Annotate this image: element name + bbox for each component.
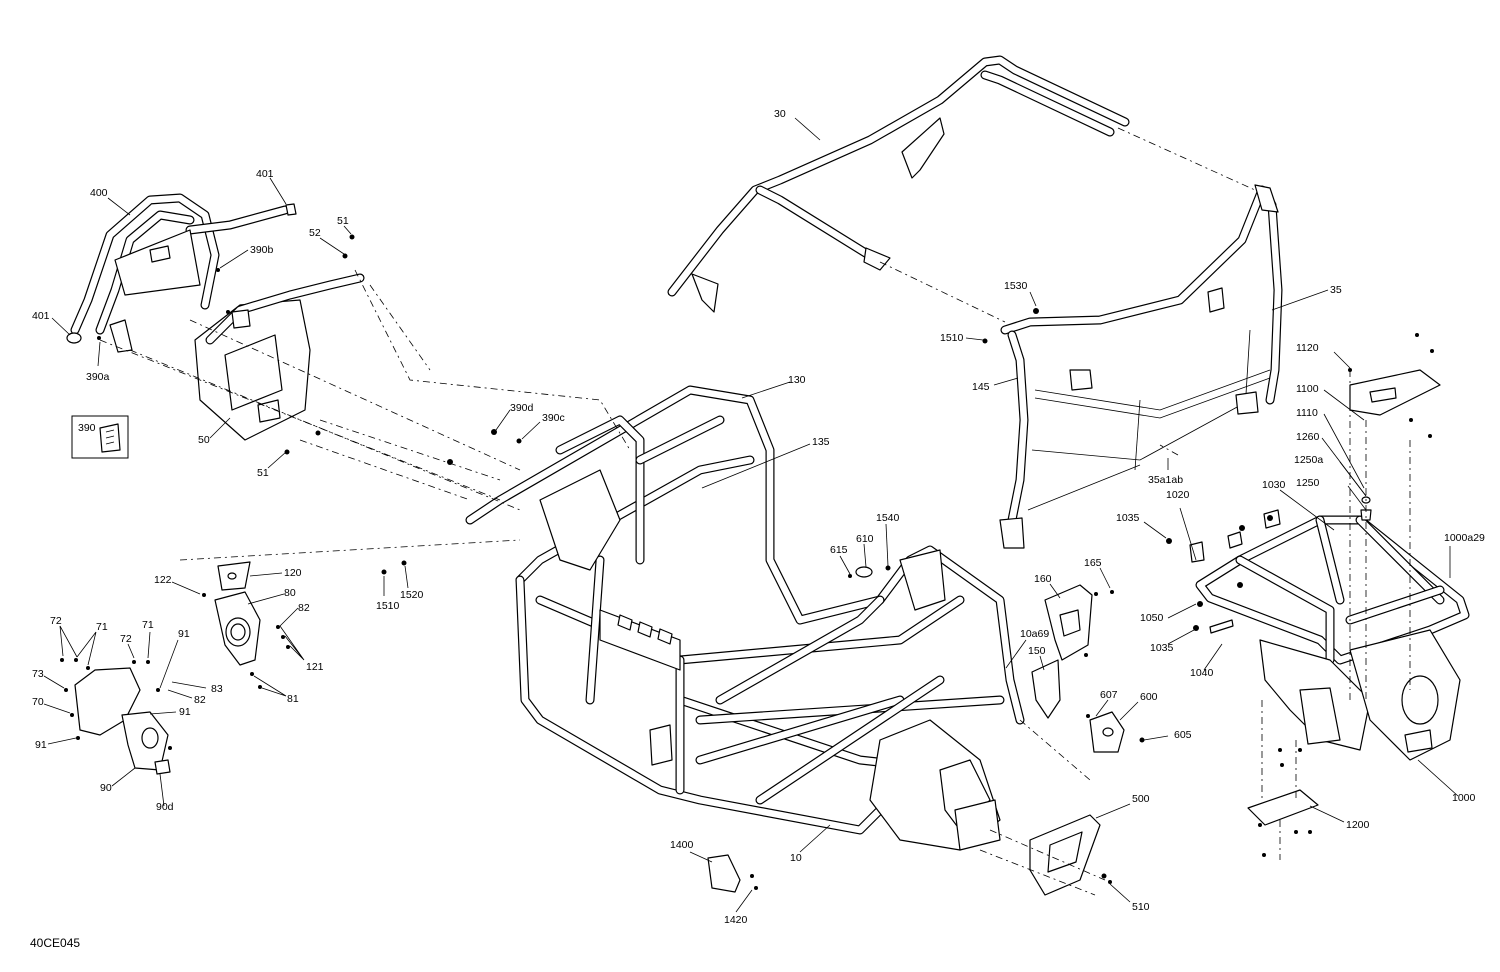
inset-box-label: 390 — [78, 422, 96, 434]
callout-390c: 390c — [542, 412, 565, 424]
callout-leader-lines — [43, 117, 1459, 913]
assembly-dash-lines — [99, 127, 1411, 896]
callout-121: 121 — [306, 661, 324, 673]
callout-10: 10 — [790, 852, 802, 864]
callout-401-top: 401 — [256, 168, 274, 180]
callout-122: 122 — [154, 574, 172, 586]
roll-cage-assembly — [667, 55, 1283, 549]
callout-82-top: 82 — [298, 602, 310, 614]
callout-52: 52 — [309, 227, 321, 239]
callout-81: 81 — [287, 693, 299, 705]
callout-1050: 1050 — [1140, 612, 1164, 624]
callout-160: 160 — [1034, 573, 1052, 585]
callout-labels: 30 35 35a1ab 145 1530 1510 400 401 401 3… — [32, 108, 1485, 926]
callout-35: 35 — [1330, 284, 1342, 296]
callout-1540: 1540 — [876, 512, 900, 524]
callout-615: 615 — [830, 544, 848, 556]
callout-35a1ab: 35a1ab — [1148, 474, 1183, 486]
callout-120: 120 — [284, 567, 302, 579]
callout-135: 135 — [812, 436, 830, 448]
callout-1000a29: 1000a29 — [1444, 532, 1485, 544]
callout-1400: 1400 — [670, 839, 694, 851]
callout-130: 130 — [788, 374, 806, 386]
callout-1035-top: 1035 — [1116, 512, 1140, 524]
callout-70: 70 — [32, 696, 44, 708]
callout-1020: 1020 — [1166, 489, 1190, 501]
callout-390a: 390a — [86, 371, 110, 383]
callout-1510-top: 1510 — [940, 332, 964, 344]
callout-71-left: 71 — [96, 621, 108, 633]
callout-605: 605 — [1174, 729, 1192, 741]
diagram-reference-id: 40CE045 — [30, 936, 80, 950]
callout-90d: 90d — [156, 801, 174, 813]
callout-51-bottom: 51 — [257, 467, 269, 479]
left-bracket-parts — [74, 561, 261, 775]
callout-1200: 1200 — [1346, 819, 1370, 831]
callout-510: 510 — [1132, 901, 1150, 913]
callout-1110: 1110 — [1296, 407, 1318, 419]
fastener-dots — [60, 234, 1434, 890]
callout-401-left: 401 — [32, 310, 50, 322]
callout-1035-bottom: 1035 — [1150, 642, 1174, 654]
callout-1250a: 1250a — [1294, 454, 1323, 466]
callout-1100: 1100 — [1296, 383, 1319, 395]
callout-500: 500 — [1132, 793, 1150, 805]
rear-subframe-assembly — [1189, 369, 1470, 826]
callout-1040: 1040 — [1190, 667, 1214, 679]
callout-51-top: 51 — [337, 215, 349, 227]
callout-91-top: 91 — [178, 628, 190, 640]
callout-1250: 1250 — [1296, 477, 1320, 489]
callout-72-right: 72 — [120, 633, 132, 645]
callout-165: 165 — [1084, 557, 1102, 569]
callout-1420: 1420 — [724, 914, 748, 926]
callout-91-middle: 91 — [179, 706, 191, 718]
callout-73: 73 — [32, 668, 44, 680]
callout-91-bottom: 91 — [35, 739, 47, 751]
main-frame-assembly — [465, 385, 1025, 851]
callout-50: 50 — [198, 434, 210, 446]
callout-1030: 1030 — [1262, 479, 1286, 491]
callout-30: 30 — [774, 108, 786, 120]
callout-145: 145 — [972, 381, 990, 393]
callout-10a69: 10a69 — [1020, 628, 1049, 640]
callout-1510-left: 1510 — [376, 600, 400, 612]
callout-82-bottom: 82 — [194, 694, 206, 706]
callout-1260: 1260 — [1296, 431, 1320, 443]
callout-90: 90 — [100, 782, 112, 794]
callout-1000: 1000 — [1452, 792, 1476, 804]
part-390-inset-box: 390 — [71, 415, 129, 459]
callout-71-right: 71 — [142, 619, 154, 631]
callout-80: 80 — [284, 587, 296, 599]
callout-83: 83 — [211, 683, 223, 695]
callout-72-left: 72 — [50, 615, 62, 627]
callout-1530: 1530 — [1004, 280, 1028, 292]
callout-600: 600 — [1140, 691, 1158, 703]
callout-1120: 1120 — [1296, 342, 1319, 354]
callout-610: 610 — [856, 533, 874, 545]
callout-1520: 1520 — [400, 589, 424, 601]
callout-390d: 390d — [510, 402, 534, 414]
callout-607: 607 — [1100, 689, 1118, 701]
center-small-parts — [707, 566, 1125, 896]
callout-150: 150 — [1028, 645, 1046, 657]
callout-390b: 390b — [250, 244, 274, 256]
callout-400: 400 — [90, 187, 108, 199]
